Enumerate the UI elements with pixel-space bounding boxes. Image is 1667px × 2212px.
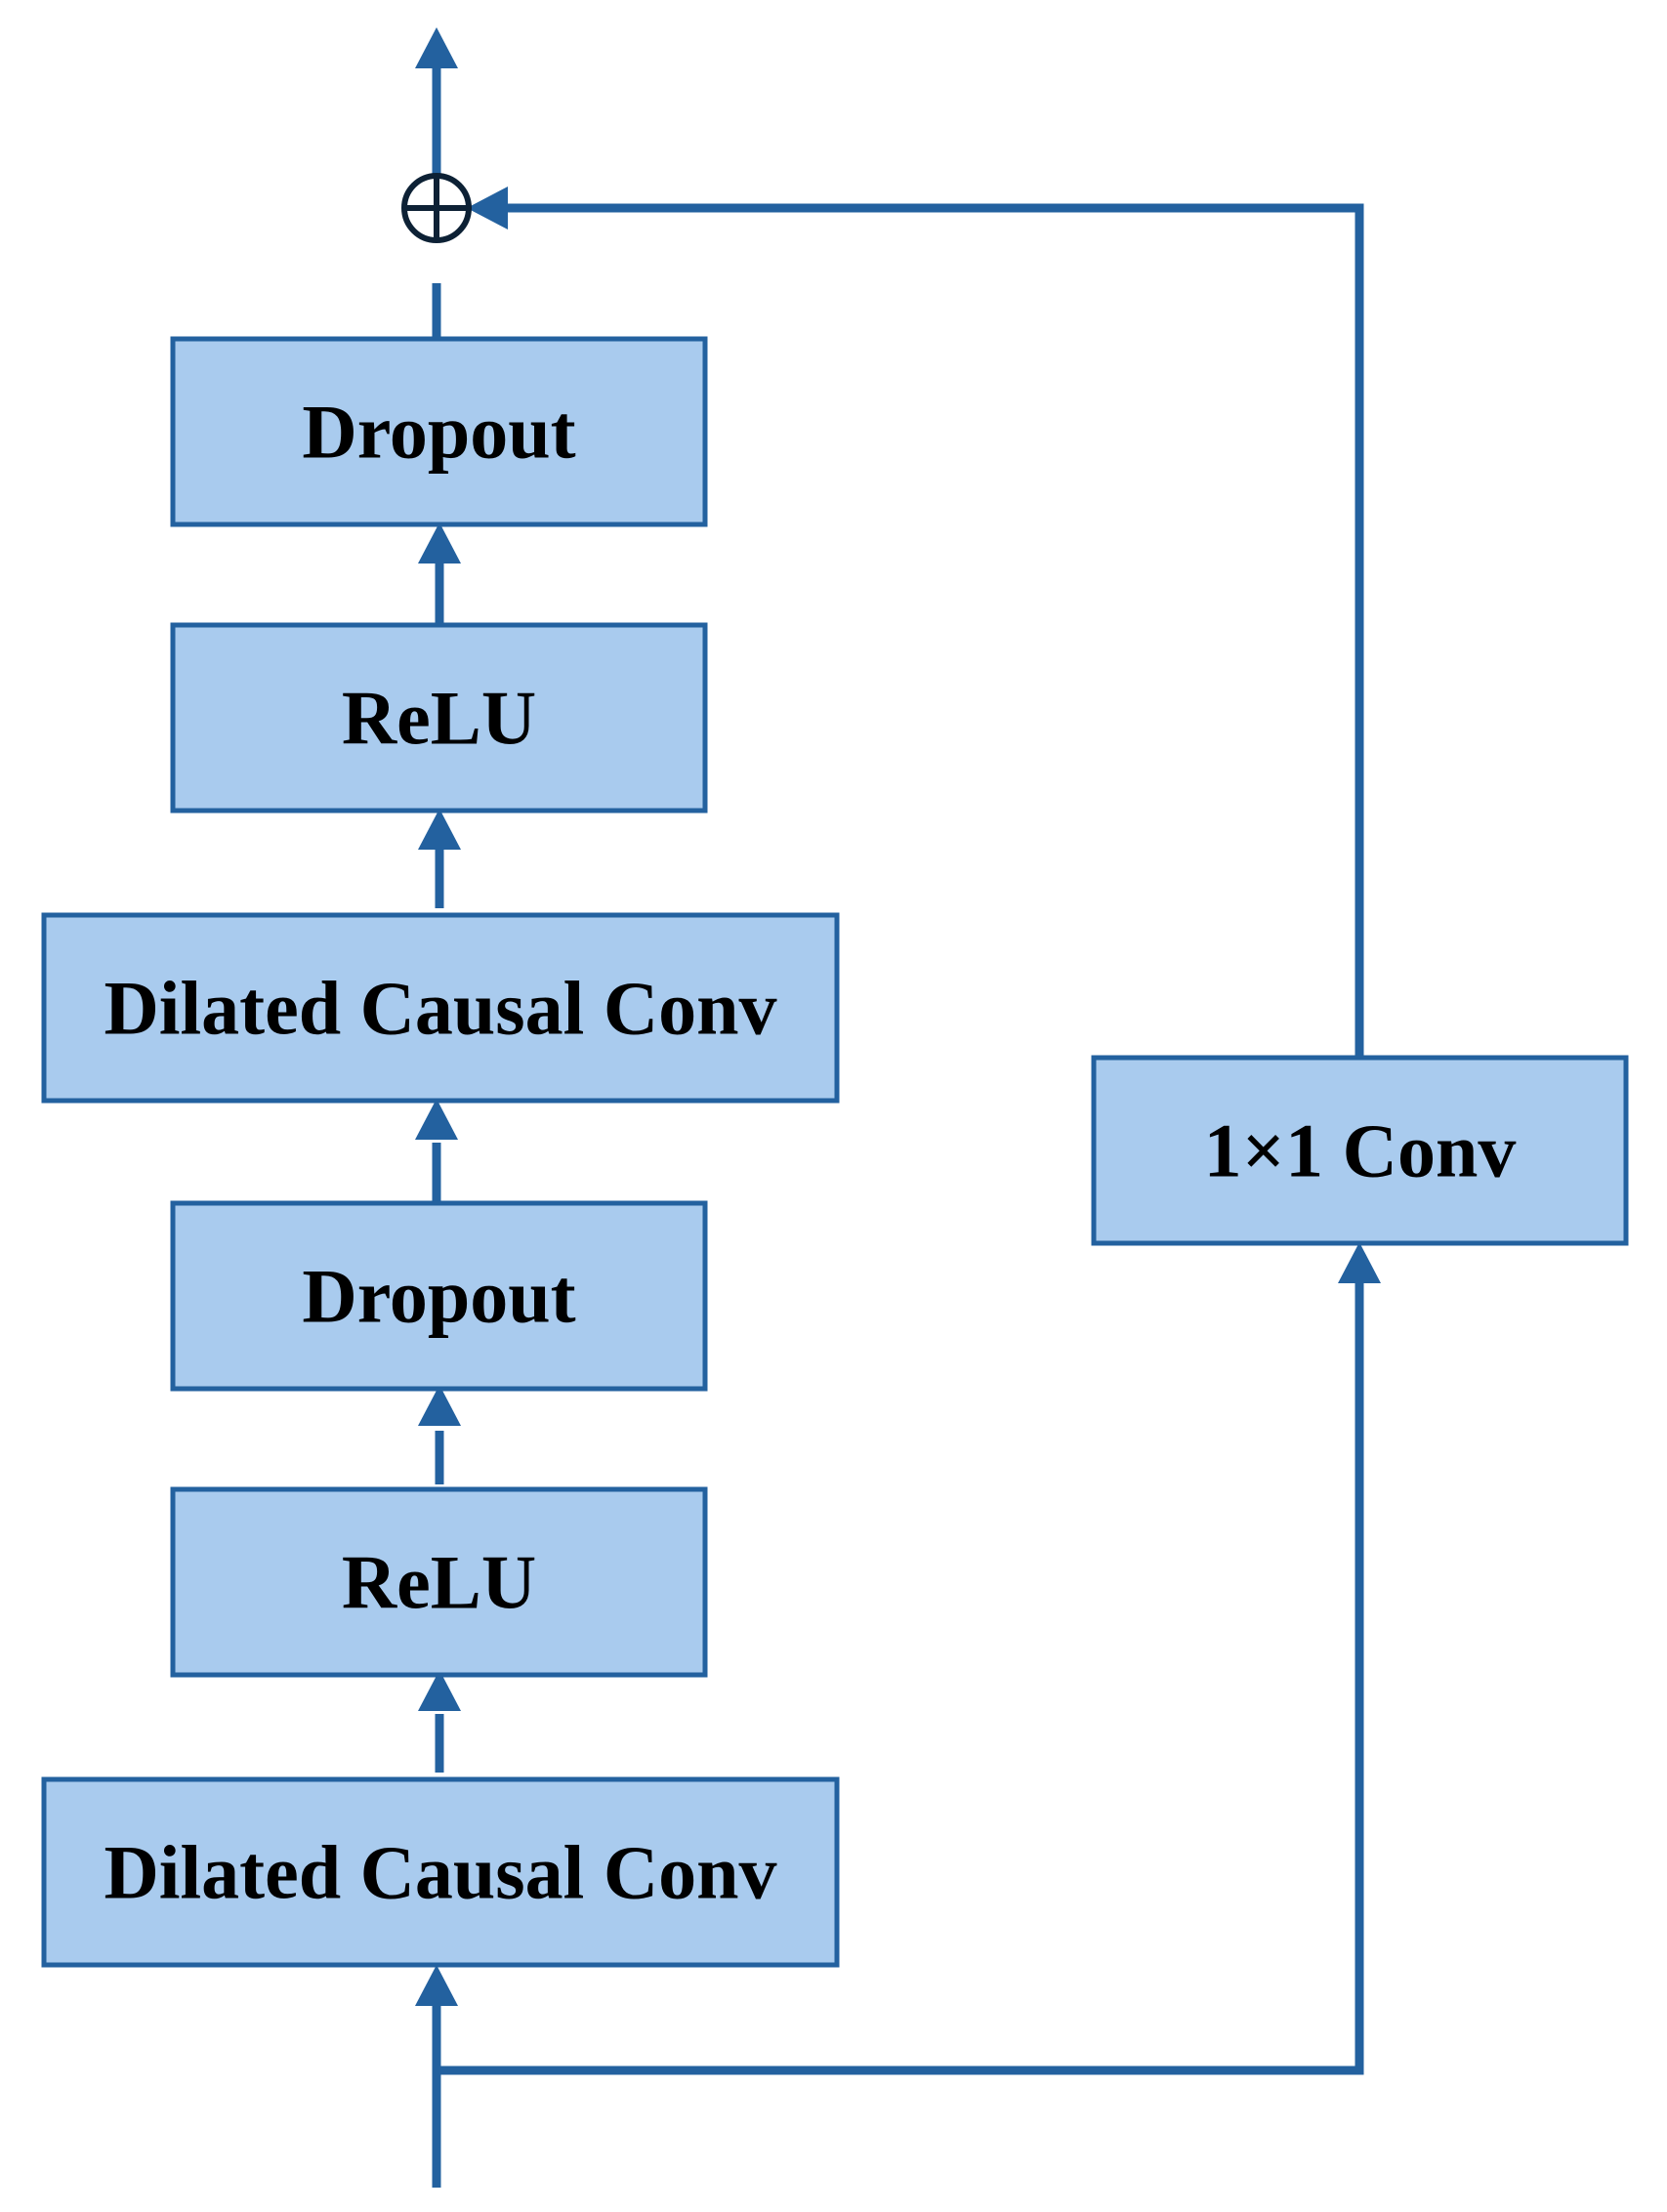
block-dilated-conv-bottom: Dilated Causal Conv [41,1776,840,1968]
arrow-head-output [415,27,458,68]
main-path-connectors [432,59,444,2188]
arrow-head-into-dropout-top [418,522,461,563]
sum-node [401,173,472,243]
block-dropout-top: Dropout [170,336,708,527]
block-dropout-bottom-label: Dropout [302,1254,575,1339]
residual-line-to-1x1-conv [437,1279,1364,2075]
block-one-by-one-conv-label: 1×1 Conv [1204,1108,1517,1193]
arrow-head-into-dilated-conv-top [415,1099,458,1140]
block-dilated-conv-bottom-label: Dilated Causal Conv [104,1830,776,1915]
arrow-head-into-sum-residual [467,187,508,230]
block-relu-bottom-box [170,1486,708,1678]
block-relu-top-label: ReLU [342,676,536,761]
block-dilated-conv-bottom-box [41,1776,840,1968]
arrow-head-into-1x1-conv [1338,1242,1381,1283]
arrow-head-into-dropout-bottom [418,1385,461,1426]
arrow-head-into-relu-bottom [418,1670,461,1711]
block-dilated-conv-top: Dilated Causal Conv [41,912,840,1104]
block-dilated-conv-top-label: Dilated Causal Conv [104,966,776,1051]
block-relu-top-box [170,622,708,814]
block-relu-top: ReLU [170,622,708,814]
block-dilated-conv-top-box [41,912,840,1104]
block-dropout-top-label: Dropout [302,390,575,475]
arrow-heads [415,27,1381,2006]
block-dropout-bottom: Dropout [170,1200,708,1392]
arrow-head-into-relu-top [418,809,461,850]
block-one-by-one-conv-box [1091,1055,1629,1246]
block-relu-bottom-label: ReLU [342,1540,536,1625]
residual-line-to-sum [483,203,1364,1058]
block-one-by-one-conv: 1×1 Conv [1091,1055,1629,1246]
block-dropout-top-box [170,336,708,527]
arrow-head-into-dilated-conv-bottom [415,1965,458,2006]
block-dropout-bottom-box [170,1200,708,1392]
block-relu-bottom: ReLU [170,1486,708,1678]
residual-path [437,203,1364,2075]
